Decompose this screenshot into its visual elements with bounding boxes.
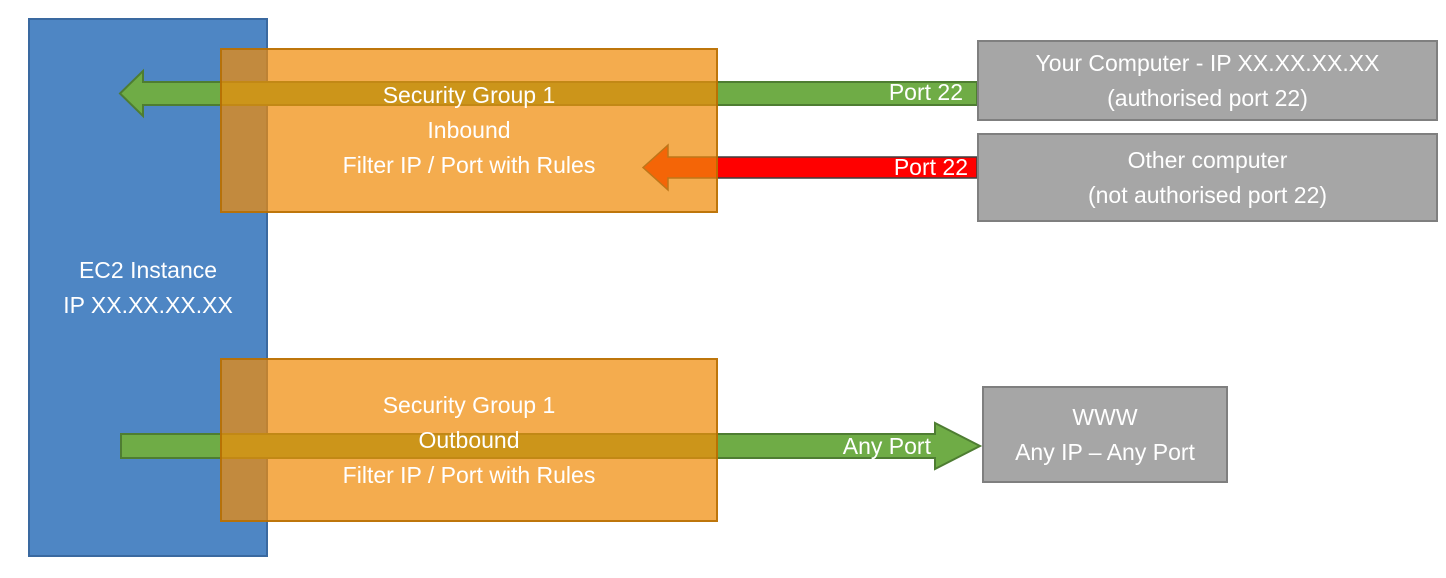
ec2-instance-title: EC2 Instance xyxy=(78,256,218,283)
sg-inbound-title: Security Group 1 xyxy=(382,82,556,108)
ec2-instance-ip: IP XX.XX.XX.XX xyxy=(63,291,233,318)
sg-outbound-direction: Outbound xyxy=(418,426,520,453)
your-computer-box: Your Computer - IP XX.XX.XX.XX (authoris… xyxy=(977,40,1438,121)
www-box: WWW Any IP – Any Port xyxy=(982,386,1228,483)
other-computer-title: Other computer xyxy=(1127,146,1288,173)
sg-outbound-description: Filter IP / Port with Rules xyxy=(342,461,596,488)
security-group-inbound-box: Security Group 1 Inbound Filter IP / Por… xyxy=(220,48,718,213)
security-group-outbound-box: Security Group 1 Outbound Filter IP / Po… xyxy=(220,358,718,522)
your-computer-title: Your Computer - IP XX.XX.XX.XX xyxy=(1035,49,1380,76)
www-title: WWW xyxy=(1072,403,1138,430)
inbound-blocked-port-label: Port 22 xyxy=(893,154,968,180)
sg-inbound-direction: Inbound xyxy=(427,117,511,143)
outbound-port-label: Any Port xyxy=(842,433,931,459)
other-computer-box: Other computer (not authorised port 22) xyxy=(977,133,1438,222)
sg-inbound-description: Filter IP / Port with Rules xyxy=(342,152,596,178)
inbound-allowed-port-label: Port 22 xyxy=(888,79,963,105)
your-computer-note: (authorised port 22) xyxy=(1107,84,1308,111)
www-note: Any IP – Any Port xyxy=(1015,438,1195,465)
sg-outbound-title: Security Group 1 xyxy=(382,391,556,418)
other-computer-note: (not authorised port 22) xyxy=(1087,181,1328,208)
